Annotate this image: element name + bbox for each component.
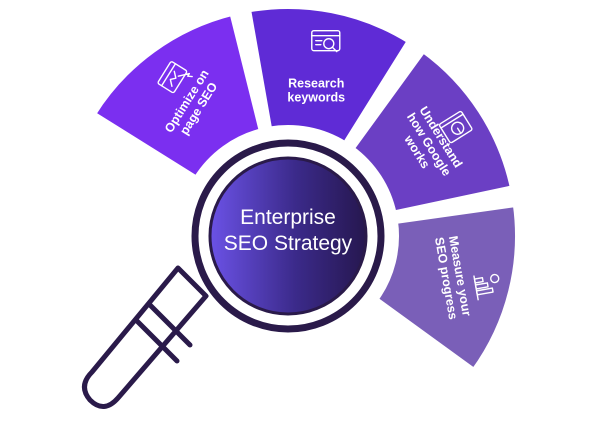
google-book-icon xyxy=(438,110,473,144)
segment-understand-shape xyxy=(348,46,516,217)
bar-chart-icon xyxy=(473,273,500,301)
segment-optimize-shape xyxy=(89,9,265,182)
magnifier-handle xyxy=(82,265,209,409)
segment-measure-shape xyxy=(372,200,521,375)
search-screen-icon xyxy=(311,29,341,53)
center-title-line1: Enterprise xyxy=(240,206,336,229)
segment-research-label-line1: Research xyxy=(288,77,344,91)
center-title-line2: SEO Strategy xyxy=(224,232,353,255)
segment-research-label-line2: keywords xyxy=(287,91,345,105)
magnifier-lens: Enterprise SEO Strategy xyxy=(191,139,385,333)
browser-cursor-icon xyxy=(157,61,193,94)
segment-research-shape xyxy=(245,3,413,148)
